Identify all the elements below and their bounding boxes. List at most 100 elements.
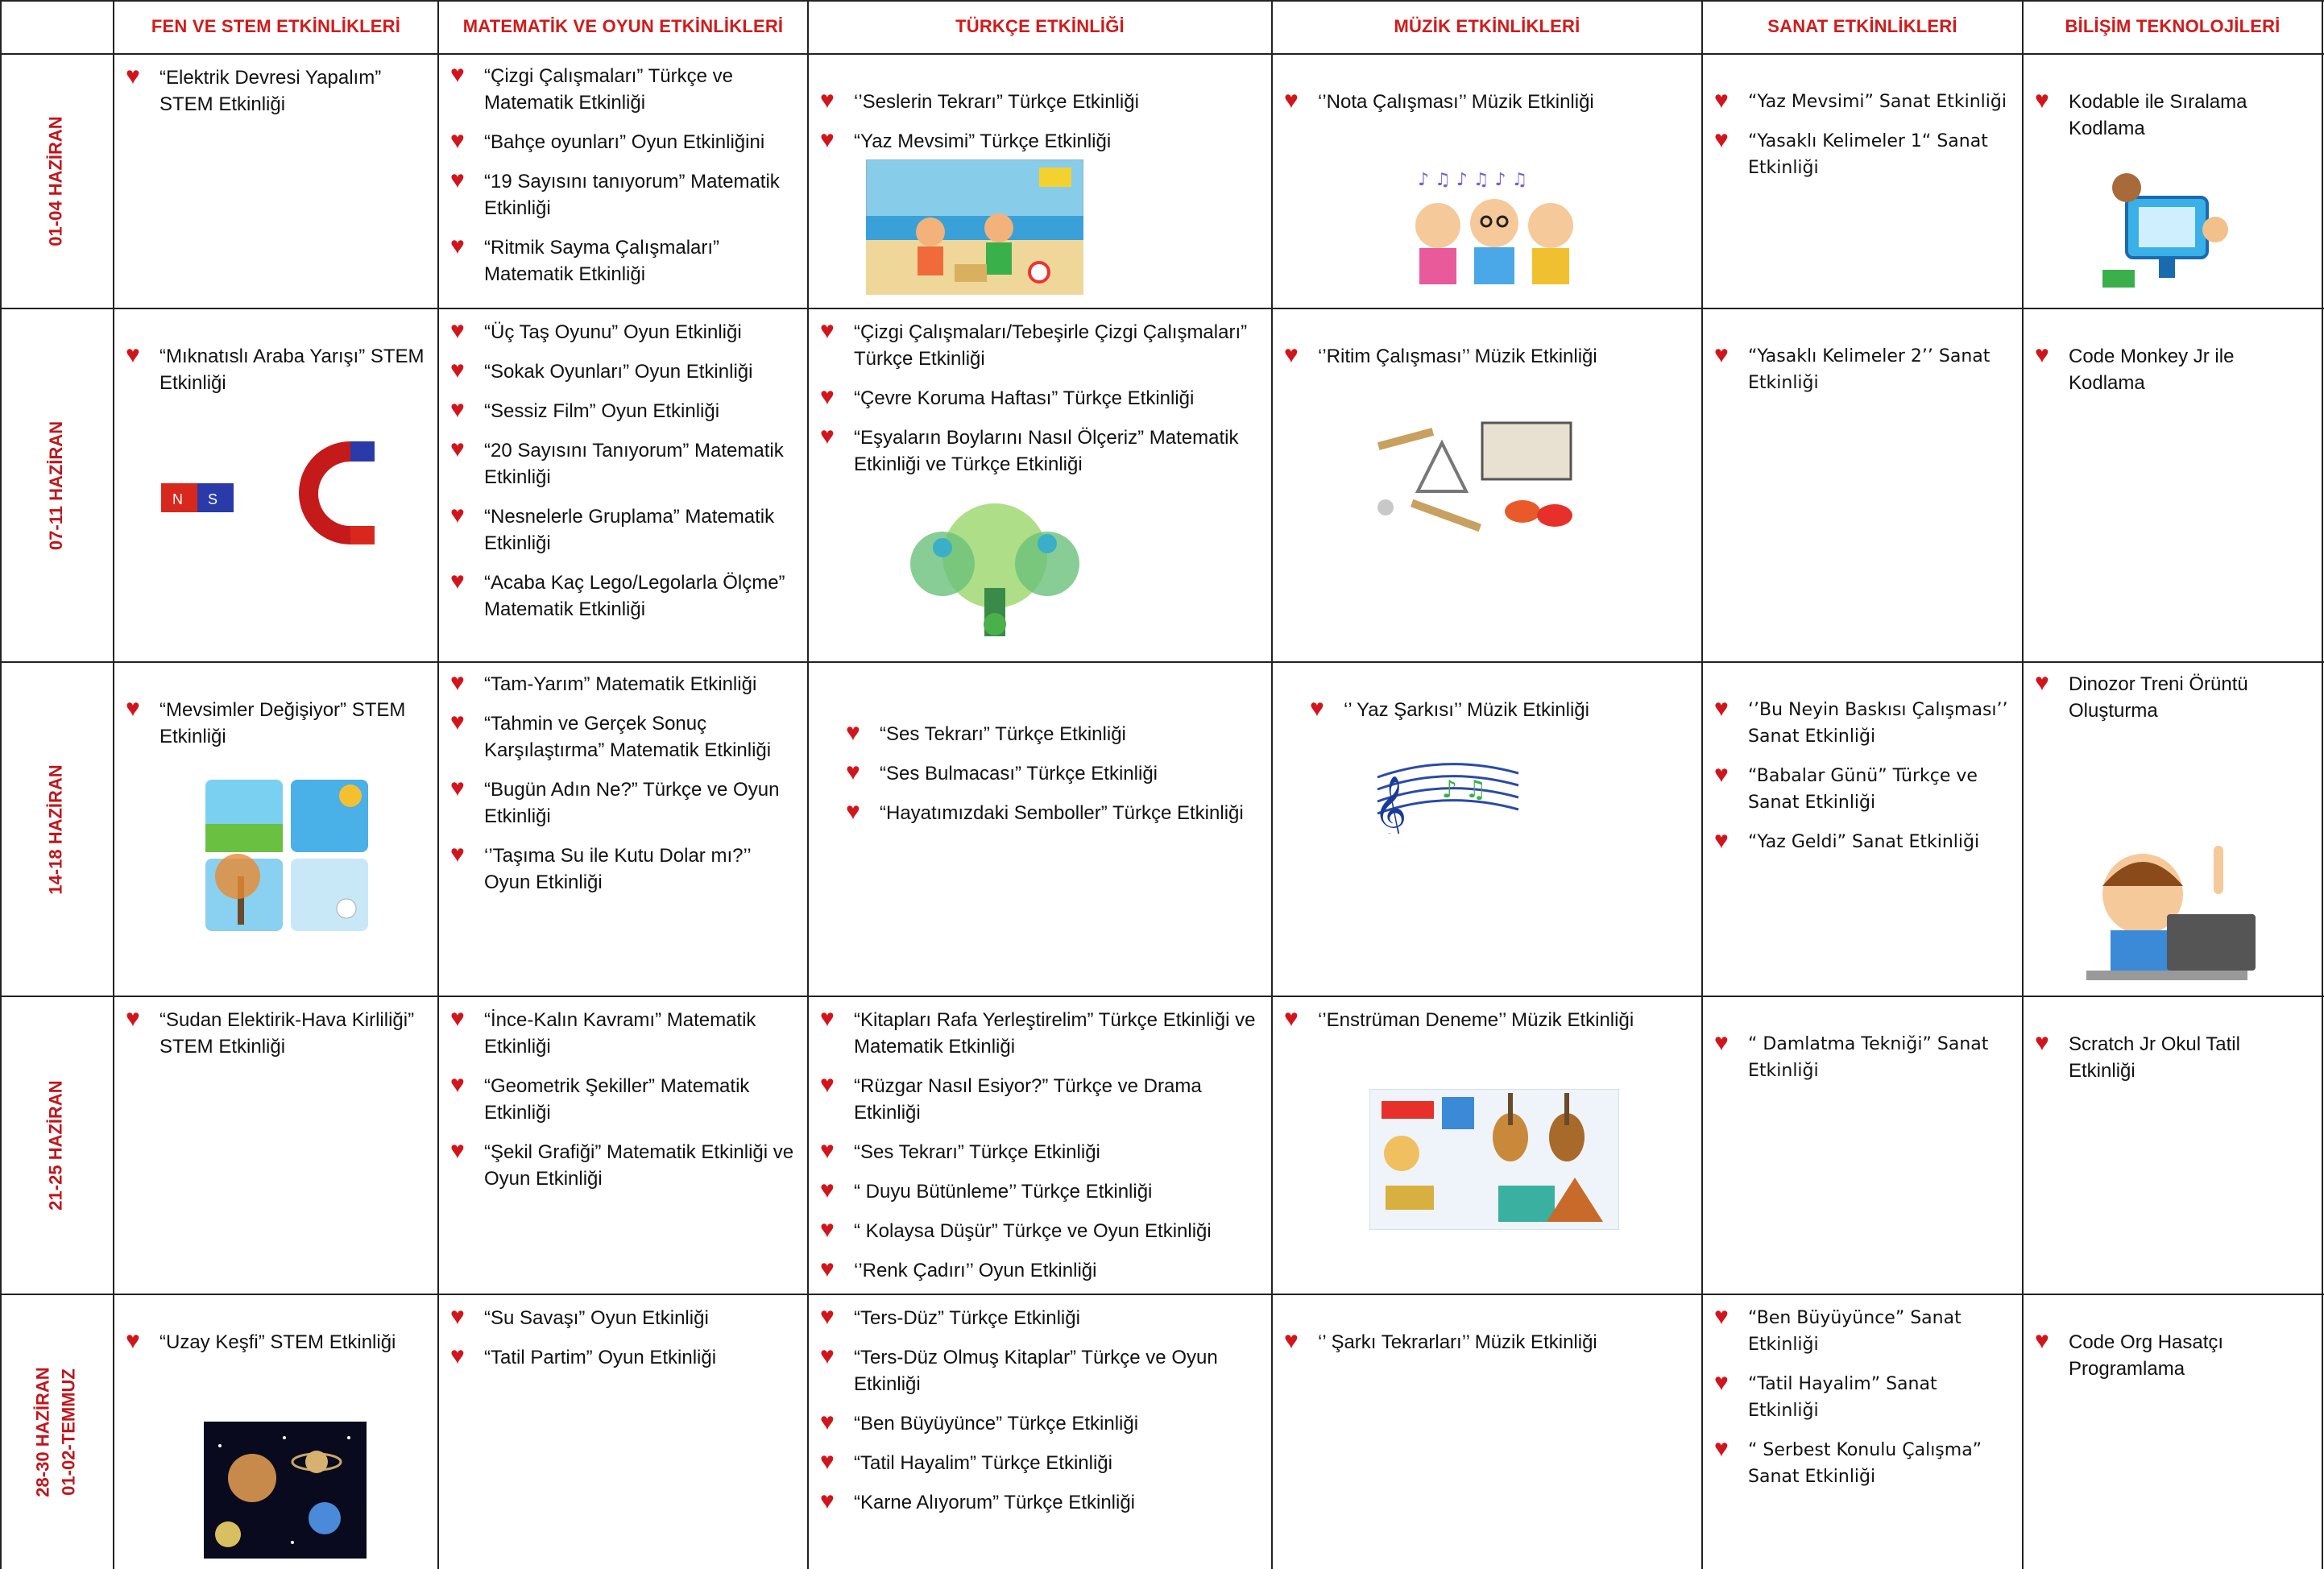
activity-text: “Uzay Keşfi” STEM Etkinliği: [159, 1331, 396, 1353]
table-border: [807, 0, 809, 1569]
list-item: ♥‘’ Şarkı Tekrarları’’ Müzik Etkinliği: [1284, 1329, 1690, 1356]
activity-text: “Eşyaların Boylarını Nasıl Ölçeriz” Mate…: [854, 427, 1239, 475]
svg-text:S: S: [208, 491, 217, 507]
activity-text: “Yasaklı Kelimeler 2’’ Sanat Etkinliği: [1748, 346, 1991, 393]
list-item: ♥“Tatil Partim” Oyun Etkinliği: [450, 1344, 796, 1371]
heart-bullet-icon: ♥: [450, 436, 465, 462]
list-item: ♥“Yaz Mevsimi” Türkçe Etkinliği: [820, 128, 1260, 155]
cell-matematik: ♥“Tam-Yarım” Matematik Etkinliği♥“Tahmin…: [439, 663, 807, 996]
list-item: ♥“Nesnelerle Gruplama” Matematik Etkinli…: [450, 503, 796, 557]
list-item: ♥ “Hayatımızdaki Semboller” Türkçe Etkinl…: [846, 800, 1260, 826]
table-border: [0, 1294, 2324, 1295]
heart-bullet-icon: ♥: [2035, 1029, 2049, 1056]
list-item: ♥“Ritmik Sayma Çalışmaları” Matematik Et…: [450, 234, 796, 288]
heart-bullet-icon: ♥: [846, 759, 860, 785]
cell-matematik: ♥“Çizgi Çalışmaları” Türkçe ve Matematik…: [439, 55, 807, 308]
heart-bullet-icon: ♥: [1714, 1303, 1729, 1330]
cell-turkce: ♥“Kitapları Rafa Yerleştirelim” Türkçe E…: [809, 997, 1271, 1294]
list-item: ♥“Tam-Yarım” Matematik Etkinliği: [450, 671, 796, 698]
heart-bullet-icon: ♥: [450, 233, 465, 259]
activity-text: “Yasaklı Kelimeler 1“ Sanat Etkinliği: [1748, 131, 1988, 178]
heart-bullet-icon: ♥: [126, 1327, 140, 1354]
heart-bullet-icon: ♥: [1714, 1369, 1729, 1396]
activity-text: “Babalar Günü” Türkçe ve Sanat Etkinliği: [1748, 766, 1978, 813]
week-label: 14-18 HAZİRAN: [46, 764, 66, 895]
singing-kids-illustration: ♪ ♫ ♪ ♫ ♪ ♫: [1415, 170, 1573, 284]
cell-turkce: ♥ “Çizgi Çalışmaları/Tebeşirle Çizgi Çalı…: [809, 309, 1271, 661]
heart-bullet-icon: ♥: [450, 61, 465, 88]
cell-fen: ♥ “Uzay Keşfi” STEM Etkinliği: [114, 1295, 437, 1569]
table-border: [1701, 0, 1703, 1569]
list-item: ♥Dinozor Treni Örüntü Oluşturma: [2035, 671, 2310, 724]
activity-text: “Karne Alıyorum” Türkçe Etkinliği: [854, 1492, 1136, 1513]
week-label: 07-11 HAZİRAN: [46, 420, 66, 550]
activity-text: “Mıknatıslı Araba Yarışı” STEM Etkinliği: [159, 346, 425, 394]
heart-bullet-icon: ♥: [820, 383, 835, 410]
list-item: ♥“Mevsimler Değişiyor” STEM Etkinliği: [126, 697, 426, 750]
heart-bullet-icon: ♥: [2035, 669, 2049, 696]
header-bilisim: BİLİŞİM TEKNOLOJİLERİ: [2065, 16, 2281, 36]
cell-turkce: ♥“Ters-Düz” Türkçe Etkinliği♥“Ters-Düz O…: [809, 1295, 1271, 1569]
list-item: ♥“Çevre Koruma Haftası” Türkçe Etkinliği: [820, 385, 1260, 412]
activity-text: “Su Savaşı” Oyun Etkinliği: [484, 1307, 709, 1329]
heart-bullet-icon: ♥: [450, 357, 465, 383]
cell-fen: ♥“Sudan Elektirik-Hava Kirliliği” STEM E…: [114, 997, 437, 1294]
activity-text: “Tahmin ve Gerçek Sonuç Karşılaştırma” M…: [484, 713, 772, 761]
heart-bullet-icon: ♥: [820, 317, 835, 344]
heart-bullet-icon: ♥: [820, 1071, 835, 1098]
heart-bullet-icon: ♥: [846, 719, 860, 746]
heart-bullet-icon: ♥: [450, 775, 465, 801]
list-item: ♥“Rüzgar Nasıl Esiyor?” Türkçe ve Drama …: [820, 1073, 1260, 1126]
table-border: [0, 0, 2, 1569]
heart-bullet-icon: ♥: [450, 841, 465, 867]
activity-text: “Ben Büyüyünce” Sanat Etkinliği: [1748, 1308, 1962, 1355]
heart-bullet-icon: ♥: [1714, 1435, 1729, 1462]
kids-computer-illustration: [2102, 173, 2228, 288]
list-item: ♥“Tatil Hayalim” Türkçe Etkinliği: [820, 1450, 1260, 1476]
activity-text: “Yaz Mevsimi” Sanat Etkinliği: [1748, 92, 2007, 112]
activity-text: “Çizgi Çalışmaları/Tebeşirle Çizgi Çalış…: [854, 321, 1248, 370]
horseshoe-magnet-icon: [299, 441, 375, 544]
list-item: ♥“Sudan Elektirik-Hava Kirliliği” STEM E…: [126, 1007, 426, 1060]
activity-text: “Hayatımızdaki Semboller” Türkçe Etkinli…: [880, 802, 1244, 824]
heart-bullet-icon: ♥: [2035, 342, 2049, 368]
activity-text: “Tam-Yarım” Matematik Etkinliği: [484, 673, 757, 695]
bar-magnet-icon: N S: [161, 483, 234, 512]
list-item: ♥“ Damlatma Tekniği” Sanat Etkinliği: [1714, 1031, 2011, 1084]
cell-muzik: ♥‘’Enstrüman Deneme’’ Müzik Etkinliği: [1273, 997, 1701, 1294]
list-item: ♥Kodable ile Sıralama Kodlama: [2035, 89, 2310, 142]
heart-bullet-icon: ♥: [1714, 126, 1729, 153]
cell-bilisim: ♥Code Monkey Jr ile Kodlama: [2024, 309, 2322, 661]
list-item: ♥“Sessiz Film” Oyun Etkinliği: [450, 398, 796, 424]
four-seasons-illustration: [205, 780, 368, 931]
list-item: ♥“Üç Taş Oyunu” Oyun Etkinliği: [450, 319, 796, 346]
heart-bullet-icon: ♥: [846, 798, 860, 825]
list-item: ♥ “Tahmin ve Gerçek Sonuç Karşılaştırma” …: [450, 710, 796, 764]
activity-text: “ Damlatma Tekniği” Sanat Etkinliği: [1748, 1034, 1989, 1081]
activity-text: “Tatil Partim” Oyun Etkinliği: [484, 1347, 717, 1368]
heart-bullet-icon: ♥: [450, 127, 465, 154]
activity-text: Kodable ile Sıralama Kodlama: [2069, 91, 2247, 139]
heart-bullet-icon: ♥: [1714, 761, 1729, 788]
activity-text: “Ses Tekrarı” Türkçe Etkinliği: [880, 723, 1126, 745]
activity-text: “Ters-Düz” Türkçe Etkinliği: [854, 1307, 1080, 1329]
heart-bullet-icon: ♥: [820, 1256, 835, 1282]
heart-bullet-icon: ♥: [820, 423, 835, 449]
heart-bullet-icon: ♥: [450, 709, 465, 735]
heart-bullet-icon: ♥: [820, 1137, 835, 1164]
list-item: ♥“Mıknatıslı Araba Yarışı” STEM Etkinliğ…: [126, 343, 426, 396]
activity-text: “ Kolaysa Düşür” Türkçe ve Oyun Etkinliğ…: [854, 1220, 1212, 1242]
activity-text: ‘’Bu Neyin Baskısı Çalışması’’ Sanat Etk…: [1748, 700, 2008, 747]
list-item: ♥“Ters-Düz” Türkçe Etkinliği: [820, 1305, 1260, 1331]
table-border: [437, 0, 439, 1569]
heart-bullet-icon: ♥: [450, 568, 465, 594]
heart-bullet-icon: ♥: [450, 1137, 465, 1164]
activity-text: ‘’Renk Çadırı’’ Oyun Etkinliği: [854, 1260, 1097, 1281]
activity-text: ‘’ Şarkı Tekrarları’’ Müzik Etkinliği: [1318, 1331, 1597, 1353]
svg-text:N: N: [172, 491, 183, 507]
cell-matematik: ♥“Su Savaşı” Oyun Etkinliği♥“Tatil Parti…: [439, 1295, 807, 1569]
list-item: ♥“19 Sayısını tanıyorum” Matematik Etkin…: [450, 168, 796, 221]
list-item: ♥ “Yasaklı Kelimeler 1“ Sanat Etkinliği: [1714, 128, 2011, 181]
list-item: ♥‘’Ritim Çalışması’’ Müzik Etkinliği: [1284, 343, 1690, 370]
